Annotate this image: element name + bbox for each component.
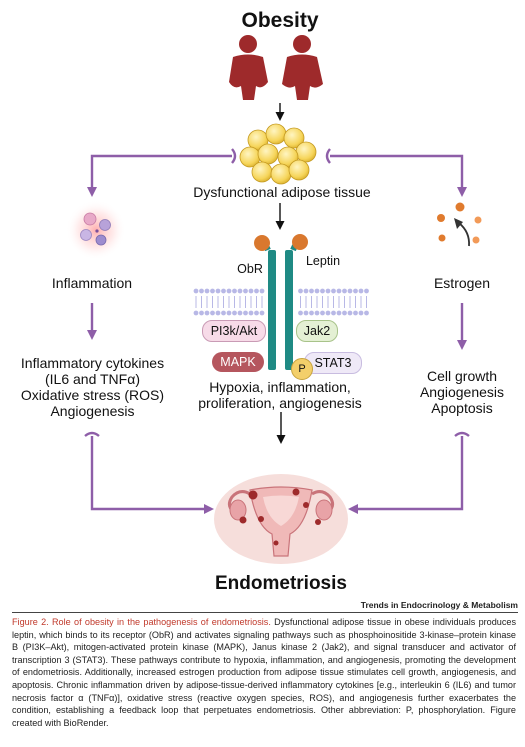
lipid-head xyxy=(336,288,342,294)
inhibitor-cap-right-bottom xyxy=(454,431,470,437)
lipid-head xyxy=(298,288,303,294)
lipid-head xyxy=(248,288,254,294)
lipid-head xyxy=(353,288,358,294)
lipid-head xyxy=(342,288,347,294)
lipid-head xyxy=(320,288,325,294)
estrogen-effect-2: Angiogenesis xyxy=(419,384,505,400)
lipid-head xyxy=(226,288,232,294)
lipid-head xyxy=(259,288,265,294)
lipid-head xyxy=(193,288,199,294)
arrow-adipose-to-estrogen xyxy=(330,154,467,197)
caption-body: Dysfunctional adipose tissue in obese in… xyxy=(12,617,516,728)
center-outcome-line-2: proliferation, angiogenesis xyxy=(198,395,362,411)
lipid-head xyxy=(309,310,314,316)
arrow-adipose-to-inflammation xyxy=(87,154,232,197)
lipid-head xyxy=(204,288,210,294)
obesity-people-icon xyxy=(229,35,323,100)
adipose-tissue-icon xyxy=(239,123,317,185)
lipid-head xyxy=(342,310,347,316)
lipid-head xyxy=(221,288,226,294)
lipid-head xyxy=(193,310,199,316)
lipid-head xyxy=(314,288,320,294)
leptin-label: Leptin xyxy=(305,254,341,268)
lipid-head xyxy=(259,310,265,316)
estrogen-effect-3: Apoptosis xyxy=(431,400,493,416)
lipid-head xyxy=(347,288,353,294)
obr-label: ObR xyxy=(237,262,263,276)
inflammation-cells-icon xyxy=(66,200,126,260)
estrogen-effects: Cell growth Angiogenesis Apoptosis xyxy=(402,368,522,416)
figure-panel: Obesity Dysfunctional adipose tissue ObR… xyxy=(10,9,522,594)
inflammation-effect-2: (IL6 and TNFα) xyxy=(45,371,140,387)
mapk-pill: MAPK xyxy=(212,352,264,372)
journal-brand: Trends in Endocrinology & Metabolism xyxy=(360,600,518,610)
inflammation-label: Inflammation xyxy=(51,275,133,291)
lipid-head xyxy=(325,288,331,294)
lipid-head xyxy=(232,288,237,294)
lipid-head xyxy=(314,310,320,316)
lipid-head xyxy=(237,288,243,294)
lipid-head xyxy=(364,310,369,316)
inflammation-effect-4: Angiogenesis xyxy=(50,403,135,419)
lipid-head xyxy=(210,310,215,316)
lipid-head xyxy=(248,310,254,316)
lipid-head xyxy=(309,288,314,294)
lipid-head xyxy=(226,310,232,316)
diagram-canvas xyxy=(66,35,482,564)
phosphorylation-badge: P xyxy=(291,358,313,380)
obesity-label: Obesity xyxy=(241,9,319,32)
obr-receptor xyxy=(259,237,302,370)
lipid-head xyxy=(243,288,248,294)
inhibitor-cap-left-bottom xyxy=(84,431,100,437)
lipid-head xyxy=(320,310,325,316)
center-outcome-text: Hypoxia, inflammation, proliferation, an… xyxy=(170,379,390,411)
lipid-head xyxy=(215,310,221,316)
lipid-head xyxy=(199,288,204,294)
lipid-head xyxy=(298,310,303,316)
inflammation-effect-3: Oxidative stress (ROS) xyxy=(20,387,165,403)
figure-caption: Figure 2. Role of obesity in the pathoge… xyxy=(12,616,516,729)
lipid-head xyxy=(232,310,237,316)
endometriosis-label: Endometriosis xyxy=(215,573,347,594)
inhibitor-cap-right xyxy=(325,148,331,164)
leptin-molecules xyxy=(254,234,308,251)
inhibitor-cap-left xyxy=(231,148,237,164)
lipid-head xyxy=(364,288,369,294)
lipid-head xyxy=(331,310,336,316)
caption-divider xyxy=(12,612,518,613)
lipid-head xyxy=(237,310,243,316)
inflammation-effect-1: Inflammatory cytokines xyxy=(20,355,165,371)
lipid-head xyxy=(331,288,336,294)
lipid-head xyxy=(204,310,210,316)
lipid-head xyxy=(347,310,353,316)
lipid-head xyxy=(358,288,364,294)
lipid-head xyxy=(353,310,358,316)
caption-title: Figure 2. Role of obesity in the pathoge… xyxy=(12,617,271,627)
lipid-head xyxy=(254,288,259,294)
arrow-right-to-endometriosis xyxy=(348,436,464,514)
lipid-head xyxy=(215,288,221,294)
lipid-head xyxy=(303,288,309,294)
lipid-head xyxy=(358,310,364,316)
lipid-head xyxy=(243,310,248,316)
stat3-pill: STAT3 xyxy=(304,352,362,374)
jak2-pill: Jak2 xyxy=(296,320,338,342)
arrow-left-to-endometriosis xyxy=(90,436,214,514)
estrogen-molecules-icon xyxy=(437,202,482,247)
estrogen-label: Estrogen xyxy=(433,275,491,291)
center-outcome-line-1: Hypoxia, inflammation, xyxy=(209,379,351,395)
lipid-head xyxy=(336,310,342,316)
lipid-head xyxy=(325,310,331,316)
lipid-head xyxy=(199,310,204,316)
lipid-head xyxy=(221,310,226,316)
adipose-tissue-label: Dysfunctional adipose tissue xyxy=(193,184,371,200)
pi3k-akt-pill: PI3k/Akt xyxy=(202,320,266,342)
lipid-head xyxy=(303,310,309,316)
cell-membrane xyxy=(193,288,369,316)
estrogen-effect-1: Cell growth xyxy=(426,368,498,384)
lipid-head xyxy=(254,310,259,316)
uterus-icon xyxy=(214,474,348,564)
inflammation-effects: Inflammatory cytokines (IL6 and TNFα) Ox… xyxy=(10,355,175,419)
lipid-head xyxy=(210,288,215,294)
